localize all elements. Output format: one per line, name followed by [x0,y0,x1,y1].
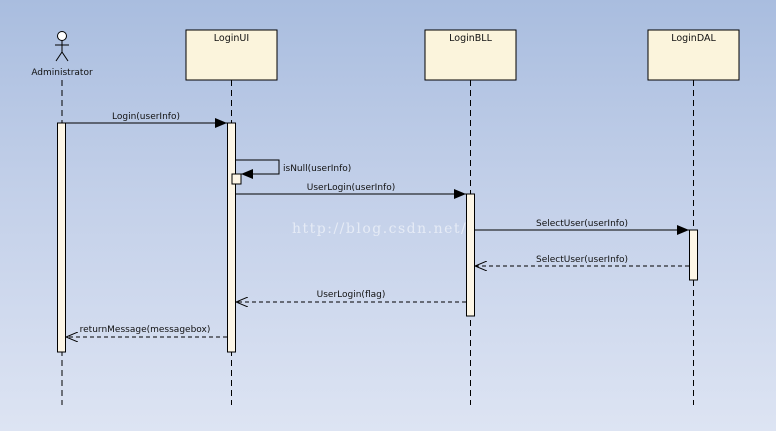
activation-logindal [689,229,698,281]
lifeline-label-logindal: LoginDAL [671,33,716,44]
activation-loginbll [466,193,475,317]
activation-loginui [227,122,236,353]
lifeline-header-loginui: LoginUI [185,29,278,81]
message-userlogin-return: UserLogin(flag) [236,290,466,302]
activation-administrator [57,122,66,353]
lifeline-label-loginui: LoginUI [214,33,249,44]
message-selectuser-return: SelectUser(userInfo) [475,255,689,266]
stick-figure-icon [55,31,69,62]
message-login: Login(userInfo) [66,112,227,128]
watermark-text: http://blog.csdn.net/ [292,221,467,237]
lifeline-header-loginbll: LoginBLL [424,29,517,81]
message-isnull-self: isNull(userInfo) [236,159,351,179]
message-label-userlogin: UserLogin(userInfo) [307,183,395,193]
lifeline-header-logindal: LoginDAL [647,29,740,81]
message-label-login: Login(userInfo) [112,112,180,122]
activation-loginui-nested [231,173,242,185]
actor-administrator: Administrator [31,31,93,78]
actor-label: Administrator [31,68,93,78]
message-label-isnull: isNull(userInfo) [283,164,351,174]
message-userlogin: UserLogin(userInfo) [236,183,466,199]
message-label-userlogin-return: UserLogin(flag) [317,290,386,300]
message-label-returnmessage: returnMessage(messagebox) [80,325,211,335]
message-selectuser: SelectUser(userInfo) [475,219,689,235]
message-label-selectuser: SelectUser(userInfo) [536,219,628,229]
message-label-selectuser-return: SelectUser(userInfo) [536,255,628,265]
message-returnmessage: returnMessage(messagebox) [66,325,227,337]
lifeline-label-loginbll: LoginBLL [449,33,492,44]
